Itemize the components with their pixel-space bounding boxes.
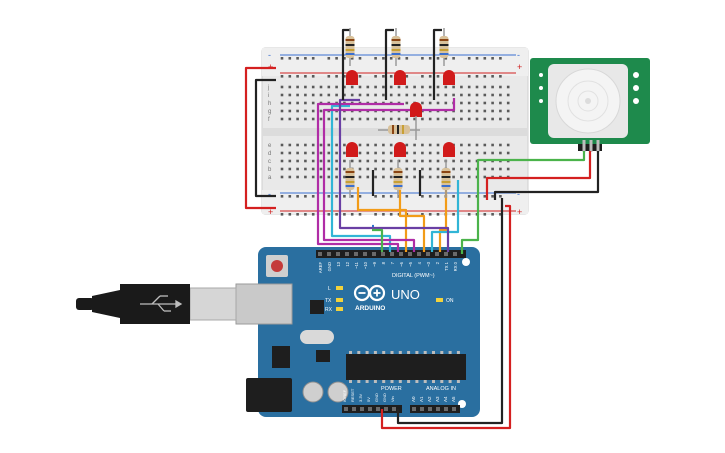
digital-pin-label: 4: [417, 261, 422, 264]
digital-pin-label: ~6: [399, 261, 404, 266]
resistor-top-1: [345, 28, 355, 66]
wire-purple: [338, 98, 450, 252]
rail-minus-label-right: -: [517, 50, 520, 60]
row-letter: j: [267, 85, 269, 91]
pir-sensor: [530, 58, 650, 152]
rail-minus-label: -: [268, 50, 271, 60]
resistor-bottom-2: [393, 160, 403, 198]
rail-plus-label-right: +: [517, 62, 522, 72]
digital-pin-label: AREF: [318, 262, 323, 274]
resistors: [345, 28, 451, 198]
wire-cyan-b: [430, 180, 460, 252]
resistor-top-3: [439, 28, 449, 66]
rail-plus-label-bottom: +: [268, 207, 273, 217]
led-top-1: [346, 70, 358, 85]
arduino-logo: [353, 284, 386, 302]
leds: [346, 70, 455, 157]
digital-pin-label: ~11: [354, 261, 359, 268]
wire-pir-green: [460, 151, 586, 254]
row-letter: i: [268, 93, 269, 99]
led-label-l: L: [328, 286, 331, 292]
resistor-bottom-3: [441, 160, 451, 198]
led-bottom-2: [394, 142, 406, 157]
power-pin-label: GND: [374, 393, 379, 402]
led-middle: [410, 102, 422, 117]
digital-pin-label: 13: [336, 261, 341, 266]
row-letter: c: [268, 159, 271, 165]
analog-pin-label: A1: [419, 396, 424, 402]
rail-minus-label-bottom: -: [268, 189, 271, 199]
digital-pin-label: ~5: [408, 261, 413, 266]
digital-pin-label: 8: [381, 261, 386, 264]
digital-pin-label: ~10: [363, 261, 368, 269]
wire-cyan-a: [330, 104, 392, 252]
row-letter: d: [268, 151, 271, 157]
row-letter: e: [268, 143, 272, 149]
led-label-rx: RX: [325, 307, 333, 313]
power-pin-label: RESET: [350, 388, 355, 402]
digital-pin-label: 7: [390, 261, 395, 264]
rail-plus-label-bottom-right: +: [517, 207, 522, 217]
wire-orange-c: [438, 190, 448, 252]
digital-pin-label: 12: [345, 261, 350, 266]
wire-green-a: [372, 228, 384, 252]
wire-5v-red: [380, 204, 512, 430]
analog-header-label: ANALOG IN: [426, 386, 456, 392]
wire-bb-black-top-3: [432, 28, 442, 100]
led-label-tx: TX: [325, 298, 332, 304]
led-top-3: [443, 70, 455, 85]
arduino-model-text: UNO: [391, 287, 420, 302]
analog-pin-label: A4: [443, 396, 448, 402]
row-letter: a: [268, 175, 272, 181]
power-pin-label: 5V: [366, 397, 371, 402]
analog-pin-label: A2: [427, 396, 432, 402]
on-label: ON: [446, 298, 454, 304]
power-pin-label: GND: [382, 393, 387, 402]
led-bottom-1: [346, 142, 358, 157]
resistor-bottom-1: [345, 160, 355, 198]
usb-cable: [76, 284, 237, 324]
digital-header-label: DIGITAL (PWM~): [392, 273, 435, 279]
digital-pin-label: ~9: [372, 261, 377, 266]
wire-left-red: [244, 66, 276, 210]
analog-pin-label: A5: [451, 396, 456, 402]
led-top-2: [394, 70, 406, 85]
digital-pin-label: RX 0: [453, 261, 458, 271]
row-letter: b: [268, 167, 272, 173]
power-pin-label: IOREF: [342, 389, 347, 402]
wire-orange-b: [398, 190, 426, 252]
wire-gnd-black: [396, 198, 504, 425]
power-header-label: POWER: [381, 386, 402, 392]
wire-magenta-a: [322, 98, 456, 252]
wire-orange-a: [356, 187, 408, 252]
wire-pir-black: [493, 151, 600, 200]
power-pin-label: 3.3V: [358, 393, 363, 402]
usb-icon: [140, 295, 183, 312]
wire-pir-red: [485, 151, 592, 200]
power-pin-label: Vin: [390, 396, 395, 402]
resistor-top-2: [391, 28, 401, 66]
resistor-middle: [378, 125, 420, 134]
analog-pin-label: A3: [435, 396, 440, 402]
digital-pin-label: TX 1: [444, 261, 449, 271]
row-letter: g: [268, 109, 271, 115]
analog-pin-label: A0: [411, 396, 416, 402]
digital-pin-label: ~3: [426, 261, 431, 266]
wire-bb-black-top-2: [384, 28, 394, 100]
rail-minus-label-bottom-right: -: [517, 189, 520, 199]
wire-bb-black-top: [341, 28, 350, 100]
led-bottom-3: [443, 142, 455, 157]
arduino-uno-board: L TX RX ON ARDUINO UNO DIGITAL (PWM~) PO…: [235, 247, 480, 417]
wire-magenta-b: [316, 102, 404, 252]
digital-pin-label: GND: [327, 262, 332, 271]
digital-pin-label: 2: [435, 261, 440, 264]
row-letter: h: [268, 101, 271, 107]
wire-left-black: [254, 78, 276, 198]
wires: [244, 28, 600, 430]
row-letter: f: [268, 117, 270, 123]
arduino-brand-text: ARDUINO: [355, 305, 385, 312]
